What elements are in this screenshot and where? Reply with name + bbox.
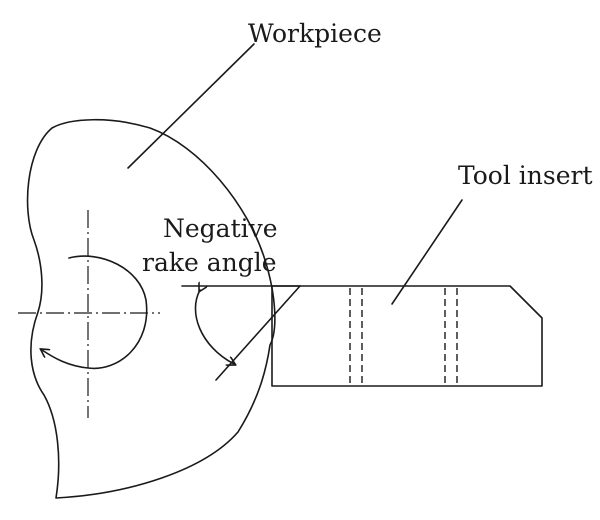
workpiece-label: Workpiece	[248, 19, 382, 48]
rake-face-line	[215, 285, 301, 381]
workpiece-outline	[26, 118, 276, 499]
rake-angle-arc	[194, 290, 234, 364]
rotation-arrow	[42, 255, 148, 370]
tool-insert-label: Tool insert	[458, 161, 593, 190]
tool-insert-outline	[271, 285, 543, 387]
workpiece-leader-line	[127, 43, 255, 169]
negative-rake-label-line2: rake angle	[142, 248, 277, 277]
tool-insert-leader-line	[391, 199, 463, 305]
negative-rake-label-line1: Negative	[163, 214, 278, 243]
